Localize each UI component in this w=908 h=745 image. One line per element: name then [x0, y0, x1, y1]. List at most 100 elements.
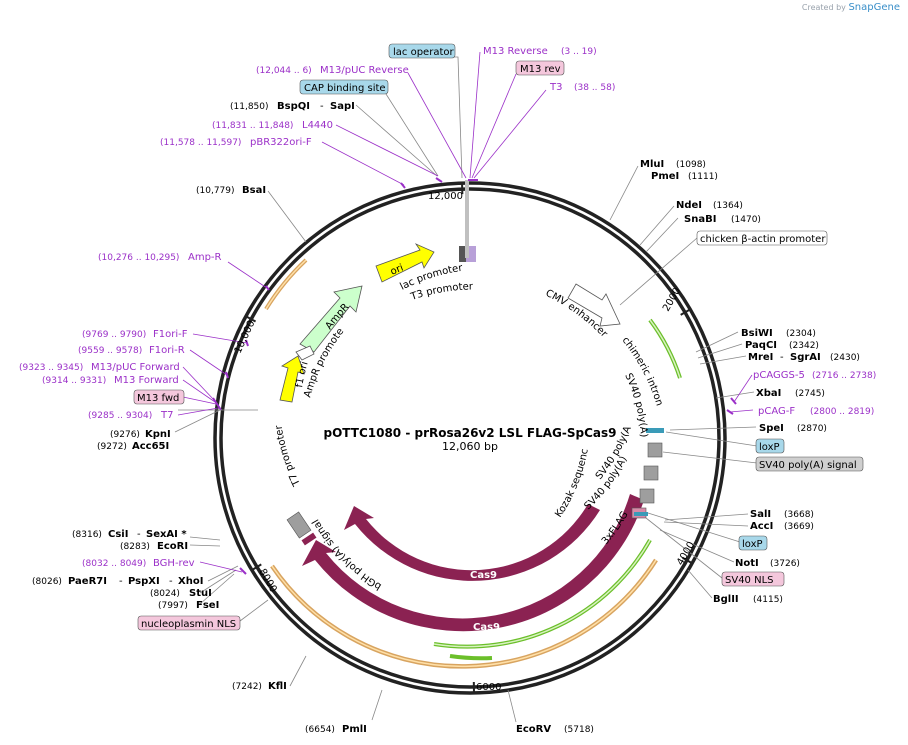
enzyme-name-paqci[interactable]: PaqCI: [745, 340, 777, 351]
primer-label-m13puc-rev[interactable]: M13/pUC Reverse: [320, 65, 409, 76]
boxed-label-loxp-2[interactable]: loxP: [738, 535, 768, 551]
primer-label-m13puc-fwd[interactable]: M13/pUC Forward: [91, 362, 180, 373]
enzyme-pos-kfli: (7242): [232, 682, 262, 692]
leader-snabi: [645, 217, 679, 253]
primer-label-m13-reverse[interactable]: M13 Reverse: [483, 46, 548, 57]
enzyme-name-bglii[interactable]: BglII: [713, 594, 739, 605]
enzyme-name-paer7i[interactable]: PaeR7I: [68, 576, 107, 587]
enzyme-name-ndei[interactable]: NdeI: [676, 200, 702, 211]
enzyme-name-snabi[interactable]: SnaBI: [684, 214, 716, 225]
enzyme-name-kfli[interactable]: KflI: [268, 681, 287, 692]
tick-mark-4: [252, 563, 262, 571]
boxed-label-lac-operator-text: lac operator: [393, 47, 454, 58]
boxed-label-m13-rev[interactable]: M13 rev: [515, 60, 565, 76]
created-by-text: Created by: [801, 3, 846, 12]
loxp-feature-2: [634, 512, 648, 516]
enzyme-name-mrei[interactable]: MreI: [748, 352, 773, 363]
ampr-arrow: [299, 285, 363, 353]
enzyme-name-bspqi[interactable]: BspQI: [277, 101, 310, 112]
enzyme-name-sapi[interactable]: SapI: [330, 101, 355, 112]
enzyme-pos-paqci: (2342): [789, 341, 819, 351]
enzyme-name-bsai[interactable]: BsaI: [242, 185, 266, 196]
primer-label-m13-forward[interactable]: M13 Forward: [114, 375, 179, 386]
enzyme-name-pmei[interactable]: PmeI: [651, 171, 679, 182]
primer-mark-bgh: [239, 567, 247, 575]
primer-range-bgh-rev: (8032 .. 8049): [82, 559, 146, 569]
boxed-label-cap-binding-text: CAP binding site: [304, 83, 386, 94]
primer-label-l4440[interactable]: L4440: [302, 120, 333, 131]
enzyme-name-mlui[interactable]: MluI: [640, 159, 664, 170]
cas9-arrow-inner: [344, 504, 600, 581]
enzyme-name-ecorv[interactable]: EcoRV: [516, 724, 551, 735]
sv40-feature-1: [647, 442, 663, 458]
boxed-label-m13-fwd-bg: [133, 389, 185, 405]
boxed-label-lac-operator[interactable]: lac operator: [388, 43, 456, 59]
boxed-label-nucleoplasmin[interactable]: nucleoplasmin NLS: [137, 615, 241, 631]
enzyme-labels-left: (11,850) BspQI - SapI (10,779) BsaI (927…: [32, 101, 367, 735]
enzyme-pos-bsiwi: (2304): [786, 329, 816, 339]
primer-label-pcaggs[interactable]: pCAGGS-5: [753, 370, 805, 381]
enzyme-name-acci[interactable]: AccI: [750, 521, 773, 532]
enzyme-sep-bspqi: -: [320, 101, 324, 112]
primer-range-pbr322: (11,578 .. 11,597): [160, 138, 241, 148]
boxed-label-loxp-1-text: loxP: [759, 442, 780, 453]
loxp-feature-1: [646, 428, 664, 433]
enzyme-name-noti[interactable]: NotI: [735, 558, 759, 569]
primer-label-bgh-rev[interactable]: BGH-rev: [153, 558, 195, 569]
primer-range-m13-forward: (9314 .. 9331): [42, 376, 106, 386]
primer-label-f1ori-f[interactable]: F1ori-F: [153, 329, 188, 340]
enzyme-name-stui[interactable]: StuI: [189, 588, 212, 599]
enzyme-pos-bsai: (10,779): [196, 186, 235, 196]
boxed-label-chicken-actin-text: chicken β-actin promoter: [700, 234, 826, 245]
enzyme-pos-noti: (3726): [770, 559, 800, 569]
primer-label-t7[interactable]: T7: [160, 410, 173, 421]
enzyme-pos-fsei: (7997): [158, 601, 188, 611]
enzyme-name-sgrai[interactable]: SgrAI: [790, 352, 821, 363]
enzyme-name-fsei[interactable]: FseI: [196, 600, 219, 611]
enzyme-name-ecori[interactable]: EcoRI: [157, 541, 188, 552]
primer-range-m13puc-rev: (12,044 .. 6): [256, 66, 312, 76]
boxed-label-loxp-1[interactable]: loxP: [755, 438, 785, 454]
enzyme-sep-paer7i: -: [119, 576, 123, 587]
enzyme-name-pspxi[interactable]: PspXI: [128, 576, 160, 587]
feature-label-t7-promoter: T7 promoter: [273, 424, 303, 489]
snapgene-logo: SnapGene: [848, 2, 900, 13]
leader-bgh-rev: [199, 561, 243, 573]
enzyme-name-spei[interactable]: SpeI: [759, 423, 784, 434]
tick-marks: [246, 184, 692, 692]
leader-xbai: [715, 391, 755, 399]
leader-pbr322ori: [321, 141, 405, 186]
primer-label-f1ori-r[interactable]: F1ori-R: [149, 345, 185, 356]
cas9-label-inner: Cas9: [470, 570, 497, 581]
enzyme-name-sexai[interactable]: SexAI *: [146, 529, 187, 540]
enzyme-pos-spei: (2870): [797, 424, 827, 434]
enzyme-name-xhoi[interactable]: XhoI: [178, 576, 203, 587]
boxed-label-sv40-nls[interactable]: SV40 NLS: [721, 571, 785, 587]
boxed-label-sv40-polya[interactable]: SV40 poly(A) signal: [755, 456, 864, 472]
ori-arrow: [375, 243, 435, 283]
leader-m13-rev: [471, 73, 517, 179]
enzyme-name-pmli[interactable]: PmlI: [342, 724, 367, 735]
enzyme-name-acc65i[interactable]: Acc65I: [132, 441, 169, 452]
enzyme-name-bsiwi[interactable]: BsiWI: [741, 328, 773, 339]
enzyme-pos-ndei: (1364): [713, 201, 743, 211]
enzyme-name-xbai[interactable]: XbaI: [756, 388, 781, 399]
primer-label-t3[interactable]: T3: [549, 82, 562, 93]
enzyme-name-kpni[interactable]: KpnI: [145, 429, 171, 440]
primer-label-pbr322[interactable]: pBR322ori-F: [250, 137, 312, 148]
enzyme-name-csii[interactable]: CsiI: [108, 529, 128, 540]
leader-paer7i: [207, 565, 239, 582]
tick-mark-5: [246, 315, 257, 323]
enzyme-name-sali[interactable]: SalI: [750, 509, 771, 520]
boxed-label-loxp-2-text: loxP: [742, 539, 763, 550]
primer-range-m13-reverse: (3 .. 19): [561, 47, 597, 57]
boxed-label-chicken-actin[interactable]: chicken β-actin promoter: [696, 230, 828, 246]
primer-label-amp-r[interactable]: Amp-R: [188, 252, 222, 263]
primer-label-pcag-f[interactable]: pCAG-F: [758, 406, 795, 417]
leader-cap: [385, 93, 439, 177]
leader-mrei: [699, 355, 747, 365]
leader-chicken: [619, 237, 698, 306]
boxed-label-m13-fwd[interactable]: M13 fwd: [133, 389, 185, 405]
orf-arc-green-outer-inner: [433, 539, 651, 648]
boxed-label-cap-binding[interactable]: CAP binding site: [299, 79, 389, 95]
